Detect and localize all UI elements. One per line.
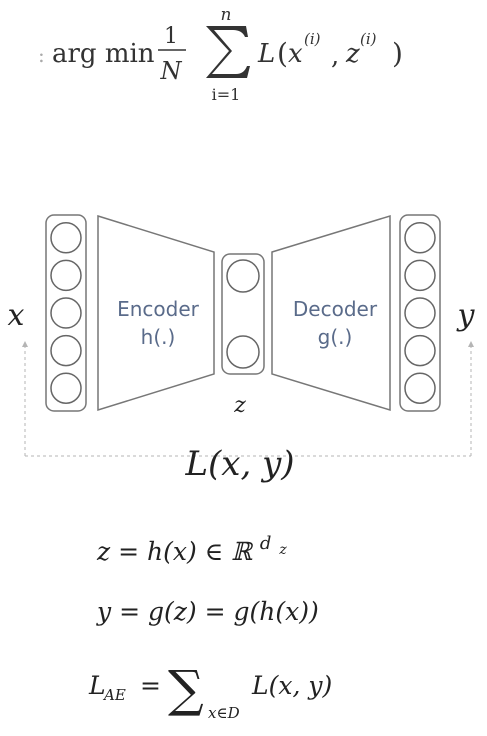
z-superscript: (i): [360, 30, 377, 48]
input-label: x: [8, 298, 25, 333]
output-node-2: [404, 259, 436, 292]
decoder-block: [271, 214, 391, 412]
equations: z = h(x) ∈ ℝ d z y = g(z) = g(h(x)) L AE…: [88, 526, 332, 722]
eq3-rhs: L(x, y): [251, 671, 332, 700]
eq1-lhs: z = h(x) ∈ ℝ: [96, 537, 254, 566]
eq1-superscript: d: [260, 533, 272, 554]
output-node-1: [404, 222, 436, 254]
encoder-function: h(.): [141, 325, 176, 349]
input-layer-box: [45, 214, 87, 412]
eq1-subscript: z: [278, 542, 287, 558]
comma: ,: [331, 41, 339, 71]
sum-upper: n: [221, 5, 232, 25]
argmin-text: arg min: [52, 39, 155, 69]
input-node-5: [50, 372, 82, 404]
latent-node-1: [226, 259, 260, 293]
close-paren: ): [392, 37, 403, 70]
output-nodes: [404, 222, 436, 404]
encoder-block: [97, 214, 215, 412]
z-symbol: z: [345, 39, 360, 69]
output-node-3: [404, 297, 436, 329]
input-node-1: [50, 222, 82, 254]
sigma-symbol: [206, 26, 250, 78]
output-label: y: [456, 298, 476, 333]
input-node-4: [50, 334, 82, 367]
input-node-2: [50, 259, 82, 292]
sum-lower: i=1: [212, 85, 241, 104]
eq3-equals: =: [140, 671, 161, 700]
output-node-4: [404, 334, 436, 367]
eq3-subscript: AE: [102, 686, 126, 704]
decoder-function: g(.): [318, 325, 353, 349]
top-formula: : arg min 1 N n i=1 L ( x (i) , z (i) ): [38, 5, 403, 104]
input-node-3: [50, 297, 82, 329]
eq3-L: L: [88, 671, 106, 700]
loss-label: L(x, y): [184, 444, 294, 484]
x-superscript: (i): [304, 30, 321, 48]
latent-node-2: [226, 335, 260, 369]
input-nodes: [50, 222, 82, 404]
loss-L: L: [257, 39, 275, 69]
equation-1: z = h(x) ∈ ℝ d z: [96, 526, 287, 566]
latent-label: z: [233, 393, 246, 418]
eq3-sum-subscript: x∈D: [208, 704, 240, 722]
eq3-sum: ∑: [168, 660, 204, 718]
latent-layer-box: [221, 253, 265, 375]
encoder-title: Encoder: [117, 297, 200, 321]
frac-denominator: N: [160, 57, 183, 85]
equation-3: L AE = ∑ x∈D L(x, y): [88, 660, 332, 722]
prefix-mark: :: [38, 43, 45, 67]
output-node-5: [404, 372, 436, 404]
decoder-title: Decoder: [293, 297, 378, 321]
frac-numerator: 1: [164, 24, 178, 49]
open-paren: (: [277, 37, 288, 70]
output-layer-box: [399, 214, 441, 412]
x-symbol: x: [288, 39, 303, 69]
latent-nodes: [226, 259, 260, 369]
equation-2: y = g(z) = g(h(x)): [96, 597, 319, 626]
autoencoder-diagram: Encoder h(.) z Decoder g(.) x y L(x, y): [8, 214, 476, 484]
